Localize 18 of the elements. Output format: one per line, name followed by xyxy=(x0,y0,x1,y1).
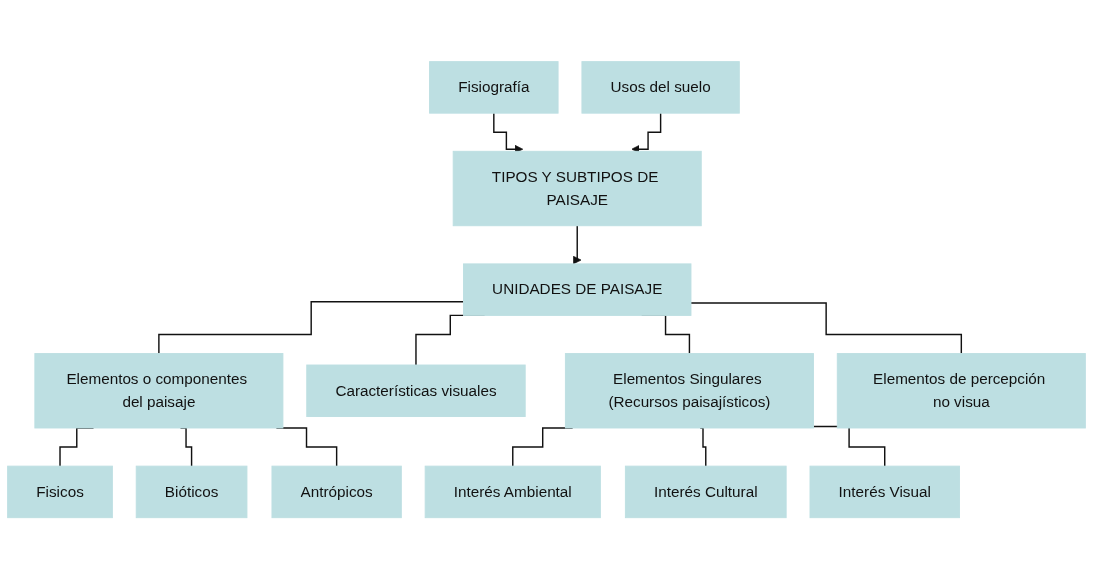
connector xyxy=(699,427,707,467)
node-box: Usos del suelo xyxy=(581,61,740,114)
node-box: Características visuales xyxy=(306,364,526,417)
node-box: Fisiografía xyxy=(429,61,559,114)
node-box: Antrópicos xyxy=(271,465,402,518)
node-box: Fisicos xyxy=(7,465,113,518)
node-box: Interés Visual xyxy=(809,465,960,518)
node-box: Bióticos xyxy=(135,465,248,518)
node-box: Interés Ambiental xyxy=(424,465,601,518)
connector xyxy=(690,302,963,355)
node-box: TIPOS Y SUBTIPOS DE PAISAJE xyxy=(452,150,702,227)
connector xyxy=(158,300,465,355)
node-box: UNIDADES DE PAISAJE xyxy=(463,263,692,316)
node-box: Elementos de percepción no visua xyxy=(836,352,1086,429)
node-box: Interés Cultural xyxy=(624,465,787,518)
node-box: Elementos Singulares (Recursos paisajísticos) xyxy=(564,352,814,429)
node-box: Elementos o componentes del paisaje xyxy=(34,352,284,429)
arrow xyxy=(573,224,582,265)
